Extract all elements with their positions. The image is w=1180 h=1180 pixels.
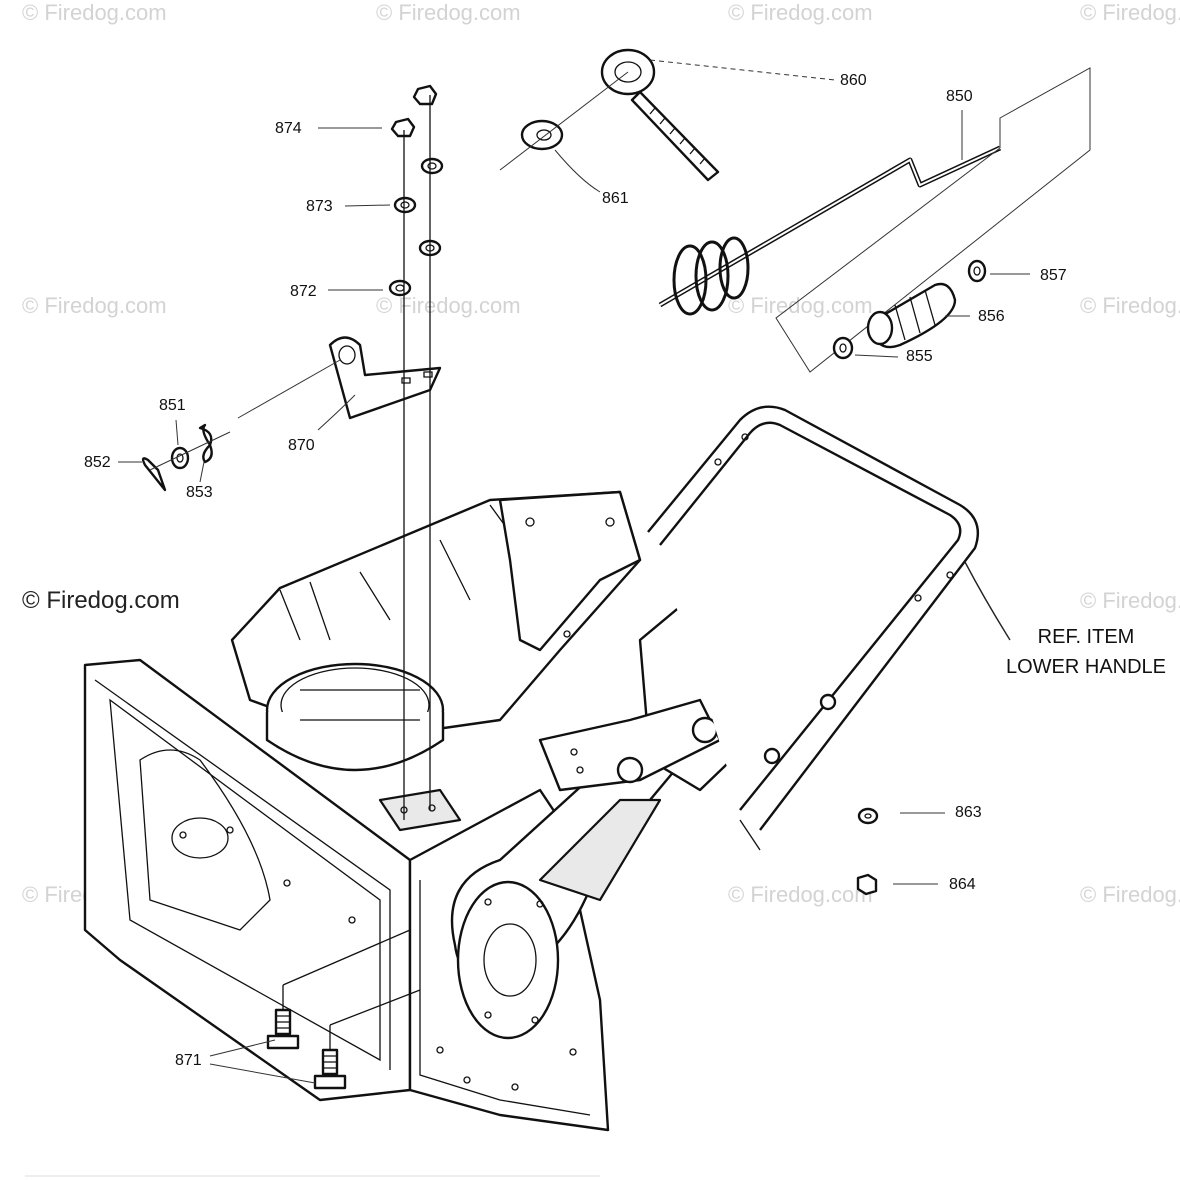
watermark: © Firedog.com — [728, 0, 873, 25]
roller — [868, 284, 955, 347]
callout-863: 863 — [955, 804, 982, 821]
callout-851: 851 — [159, 397, 186, 414]
callout-871-leader — [210, 1040, 275, 1056]
callout-871-leader — [210, 1064, 315, 1083]
pin-axis-ext — [238, 360, 340, 418]
callout-853: 853 — [186, 484, 213, 501]
callout-864: 864 — [949, 876, 976, 893]
ref-item-line2: LOWER HANDLE — [1005, 656, 1167, 678]
hex-nut-top — [414, 86, 436, 104]
callout-861-leader — [555, 150, 600, 192]
hex-nut-864 — [858, 875, 876, 894]
callout-870-leader — [318, 395, 355, 430]
callout-853-leader — [200, 462, 204, 482]
washer-855 — [834, 338, 852, 358]
callout-860-leader — [650, 60, 835, 80]
washer-851 — [172, 448, 188, 468]
callout-855: 855 — [906, 348, 933, 365]
callout-855-leader — [855, 355, 898, 357]
hairpin — [143, 458, 165, 490]
ref-item-label: REF. ITEM LOWER HANDLE — [1000, 622, 1172, 682]
callout-856: 856 — [978, 308, 1005, 325]
washer-pair — [390, 159, 442, 295]
callout-872: 872 — [290, 283, 317, 300]
watermark: © Firedog.com — [1080, 0, 1180, 25]
ref-item-line1: REF. ITEM — [1037, 626, 1135, 648]
watermark: © Firedog.com — [1080, 293, 1180, 318]
watermark: © Firedog.com — [22, 293, 167, 318]
watermark: © Firedog.com — [376, 293, 521, 318]
bolt-871-a — [268, 1010, 298, 1048]
hex-nut-874 — [392, 119, 414, 136]
watermark: © Firedog.com — [376, 0, 521, 25]
eyebolt-axis — [500, 72, 628, 170]
callout-851-leader — [176, 420, 178, 445]
callout-860: 860 — [840, 72, 867, 89]
spacer — [522, 121, 562, 149]
bolt-axis — [330, 990, 420, 1025]
ref-leader — [965, 562, 1010, 640]
washer-857 — [969, 261, 985, 281]
callout-857: 857 — [1040, 267, 1067, 284]
callout-871: 871 — [175, 1052, 202, 1069]
callout-873-leader — [345, 205, 390, 206]
chute-bracket — [330, 338, 440, 419]
callout-850: 850 — [946, 88, 973, 105]
clip-853 — [200, 425, 212, 462]
pin-axis — [150, 432, 230, 470]
lower-handle — [648, 407, 978, 850]
watermark: © Firedog.com — [1080, 882, 1180, 907]
callout-861: 861 — [602, 190, 629, 207]
callout-873: 873 — [306, 198, 333, 215]
watermark: © Firedog.com — [22, 0, 167, 25]
bolt-axis — [283, 930, 410, 985]
shift-rod — [660, 68, 1090, 372]
bolt-871-b — [315, 1050, 345, 1088]
watermark: © Firedog.com — [1080, 588, 1180, 613]
callout-874: 874 — [275, 120, 302, 137]
watermark: © Firedog.com — [728, 293, 873, 318]
callout-870: 870 — [288, 437, 315, 454]
eye-bolt — [602, 50, 718, 180]
lock-washer — [859, 809, 877, 823]
watermark-main: © Firedog.com — [22, 587, 180, 614]
callout-852: 852 — [84, 454, 111, 471]
watermark: © Firedog.com — [728, 882, 873, 907]
